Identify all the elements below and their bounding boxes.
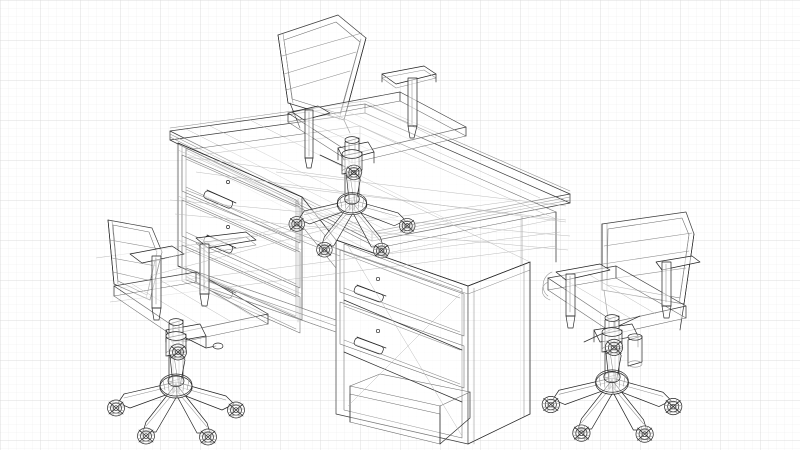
desk-foreground-overlap xyxy=(149,171,567,333)
table-row[interactable] xyxy=(181,154,301,244)
chair-center xyxy=(277,14,467,258)
armrest-left[interactable] xyxy=(129,245,185,320)
chair-right-base xyxy=(542,339,682,442)
backrest xyxy=(107,219,163,301)
armrest-right[interactable] xyxy=(195,231,257,306)
armrest-right[interactable] xyxy=(381,65,437,138)
seat xyxy=(541,265,687,334)
table-row[interactable] xyxy=(339,249,465,337)
chair-right xyxy=(541,211,701,442)
armrest-left[interactable] xyxy=(555,263,611,328)
desk-right-pedestal xyxy=(335,239,530,445)
chair-left xyxy=(107,219,269,445)
desk xyxy=(95,100,571,445)
armrest-right[interactable] xyxy=(655,255,701,318)
seat xyxy=(287,91,467,163)
chair-left-base xyxy=(108,344,245,445)
backrest xyxy=(277,14,367,133)
armrest-left[interactable] xyxy=(291,105,331,168)
